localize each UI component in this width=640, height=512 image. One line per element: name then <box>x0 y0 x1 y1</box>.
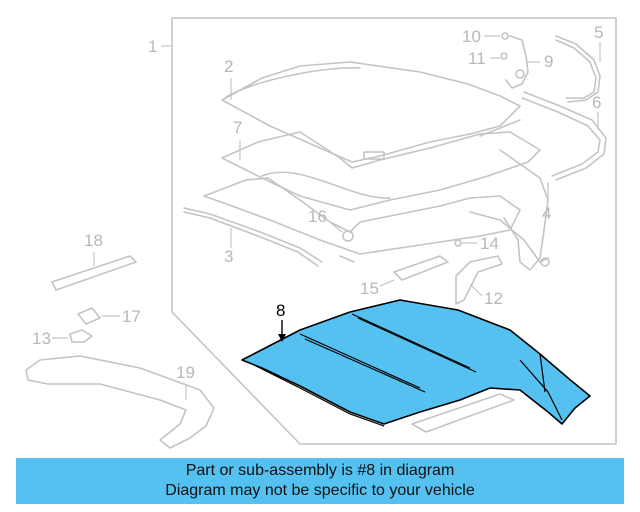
part-5-strip <box>555 35 601 103</box>
banner-line-2: Diagram may not be specific to your vehi… <box>165 482 475 499</box>
callout-18: 18 <box>84 231 103 250</box>
banner-line-1: Part or sub-assembly is #8 in diagram <box>185 462 455 479</box>
part-4-linkage <box>469 149 550 271</box>
callout-8: 8 <box>276 301 285 320</box>
part-2-headliner <box>221 61 521 163</box>
callout-14: 14 <box>480 234 499 253</box>
callout-13: 13 <box>32 329 51 348</box>
callout-15: 15 <box>360 279 379 298</box>
callout-4: 4 <box>542 204 551 223</box>
callout-17: 17 <box>122 307 141 326</box>
callout-7: 7 <box>233 118 242 137</box>
callout-6: 6 <box>592 93 601 112</box>
callout-5: 5 <box>594 23 603 42</box>
part-19-spoiler <box>25 355 215 449</box>
part-16-clip <box>342 230 354 242</box>
callout-2: 2 <box>224 57 233 76</box>
part-9-hinge <box>505 35 529 89</box>
assembly-frame <box>171 17 617 445</box>
part-17-clip <box>77 307 101 325</box>
part-18-trim <box>51 255 137 291</box>
callout-19: 19 <box>176 363 195 382</box>
part-3-rail <box>183 177 521 267</box>
part-15-bracket <box>393 255 449 281</box>
callout-10: 10 <box>462 27 481 46</box>
part-11-nut <box>500 52 508 60</box>
part-7-frame <box>221 119 541 211</box>
part-8-fill <box>241 299 591 425</box>
side-rail <box>411 393 515 433</box>
callout-12: 12 <box>484 289 503 308</box>
part-14-fastener <box>454 239 462 247</box>
callout-1: 1 <box>148 37 157 56</box>
part-13-clip <box>69 329 93 343</box>
part-12-bracket <box>455 255 503 305</box>
callout-11: 11 <box>468 49 486 68</box>
callout-9: 9 <box>544 52 553 71</box>
part-10-bolt <box>501 32 509 40</box>
info-banner: Part or sub-assembly is #8 in diagram Di… <box>16 458 624 504</box>
part-8-soft-top-roof <box>241 299 591 427</box>
callout-16: 16 <box>308 207 327 226</box>
callout-3: 3 <box>224 247 233 266</box>
part-6-strip <box>521 91 607 181</box>
